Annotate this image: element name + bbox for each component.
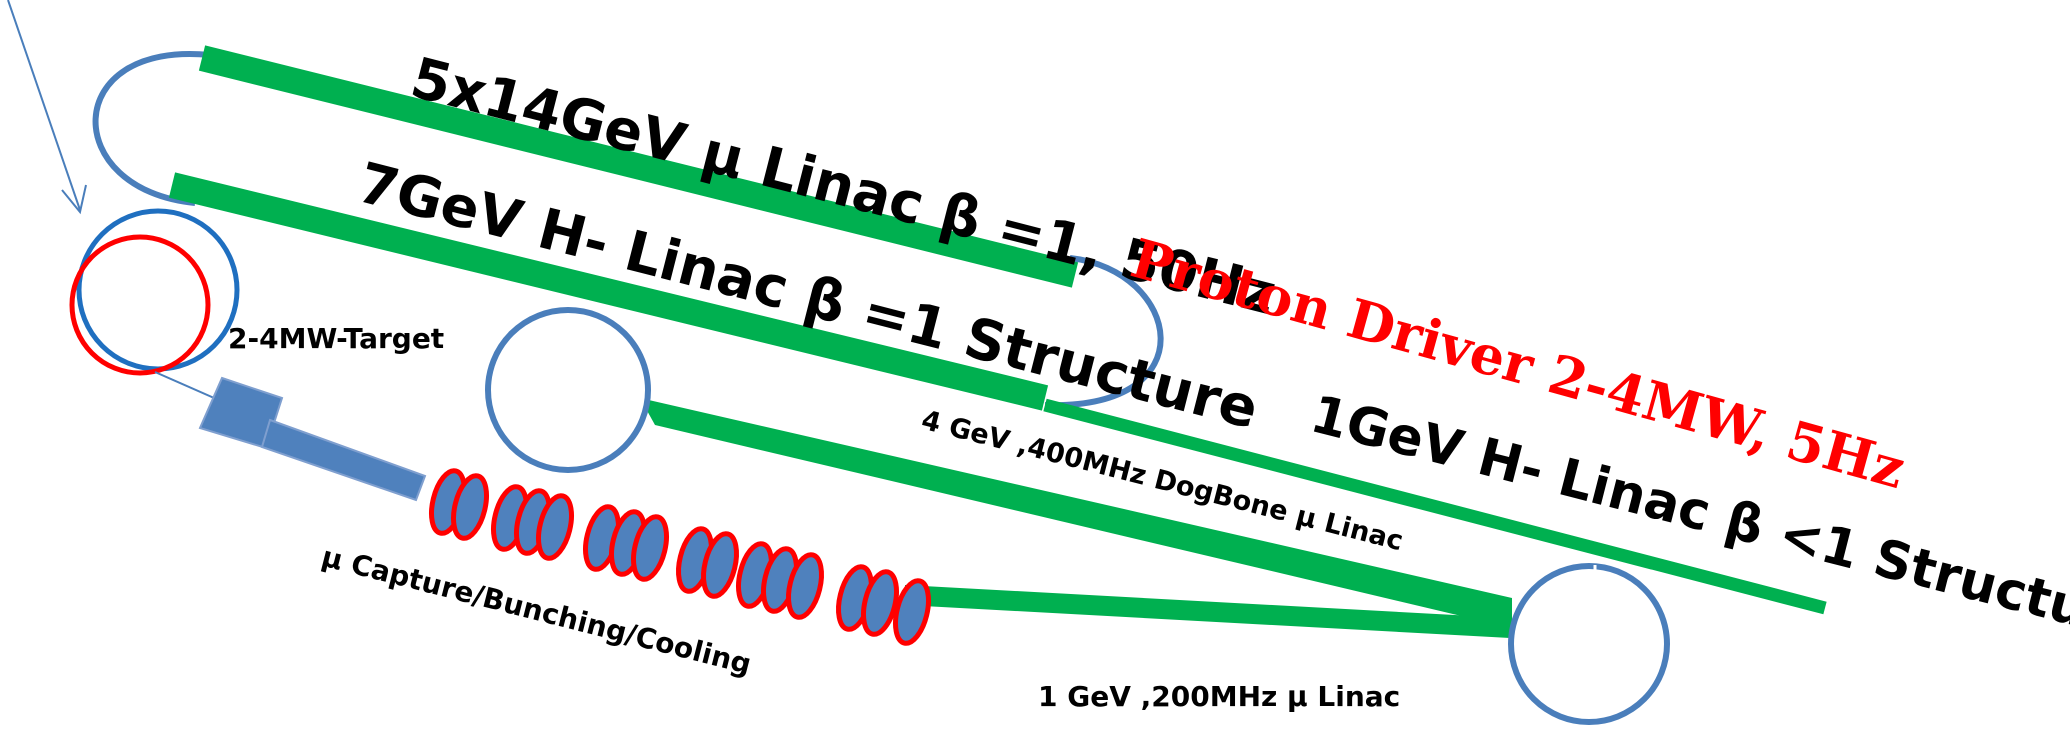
return-loop-left: [92, 50, 211, 206]
injection-arrow: [7, 0, 87, 215]
dogbone-arc-right: [1508, 563, 1670, 725]
compressor-ring-red: [69, 234, 211, 376]
h-linac-7gev-bar: [168, 172, 1049, 411]
target-assembly: [154, 371, 427, 502]
linac-200-label: 1 GeV ,200MHz μ Linac: [1038, 680, 1400, 713]
h-linac-1gev-bar: [1043, 398, 1827, 615]
dogbone-linac-bar: [640, 398, 1512, 628]
return-loop-right: [1044, 255, 1164, 409]
target-label: 2-4MW-Target: [228, 322, 444, 355]
linac-200mhz-bar: [905, 585, 1510, 638]
dogbone-arc-left: [485, 307, 651, 473]
muon-linac-bar: [198, 45, 1079, 288]
capture-cavities: [429, 468, 931, 646]
accumulator-ring-blue: [76, 208, 240, 372]
